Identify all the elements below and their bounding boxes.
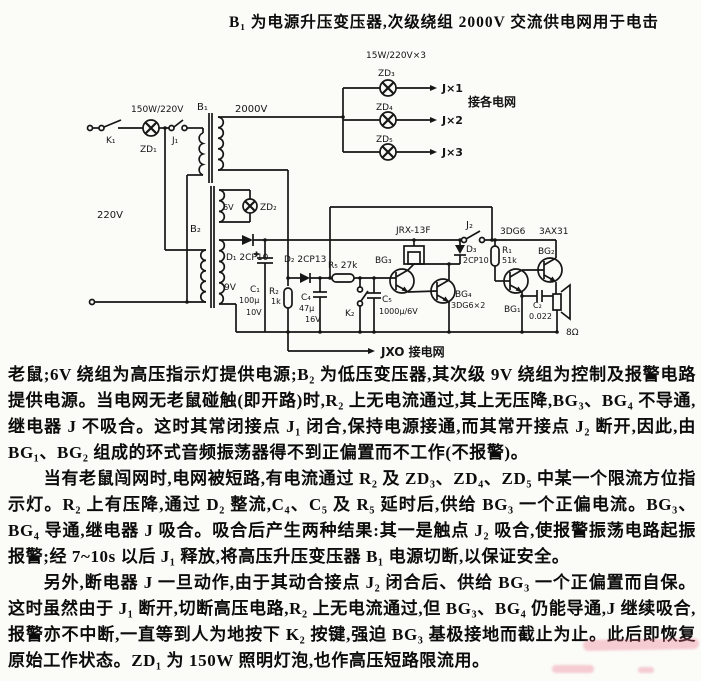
schematic-label: R₁ bbox=[502, 246, 512, 256]
schematic-label: 8Ω bbox=[566, 328, 579, 338]
switch-k2 bbox=[356, 276, 369, 334]
transistor-bg1 bbox=[503, 268, 529, 334]
mains-input bbox=[86, 119, 206, 306]
schematic-label: J×1 bbox=[441, 82, 463, 95]
schematic-label: D₁ 2CP10 bbox=[226, 253, 269, 263]
schematic-label: 51k bbox=[502, 256, 517, 265]
schematic-label: D₃ bbox=[466, 245, 477, 255]
transistor-bg4 bbox=[430, 264, 456, 334]
schematic-label: 220V bbox=[97, 210, 123, 221]
lamp-zd4-icon bbox=[379, 111, 397, 129]
schematic-label: R₅ 27k bbox=[328, 261, 358, 271]
capacitor-c2 bbox=[520, 290, 553, 302]
scan-smudge bbox=[552, 665, 594, 673]
schematic-label: BG₄ bbox=[455, 290, 472, 300]
schematic-label: 3DG6 bbox=[500, 227, 526, 237]
lamp-zd2-icon bbox=[242, 198, 258, 214]
schematic-label: 3DG6×2 bbox=[451, 301, 485, 310]
schematic-label: J×3 bbox=[441, 146, 463, 159]
schematic-label: 接各电网 bbox=[468, 94, 516, 109]
schematic-label: 2000V bbox=[235, 104, 267, 115]
schematic-label: 1k bbox=[271, 297, 281, 306]
schematic-label: ZD₂ bbox=[260, 203, 277, 213]
schematic-label: JXO 接电网 bbox=[380, 344, 445, 359]
schematic-label: ZD₃ bbox=[378, 69, 395, 79]
capacitor-c1 bbox=[254, 238, 273, 332]
schematic-label: BG₁ bbox=[504, 305, 521, 315]
lamp-network bbox=[341, 79, 437, 161]
scan-smudge bbox=[638, 667, 654, 673]
jxo-return bbox=[287, 332, 375, 354]
top-caption: B₁ 为电源升压变压器,次级绕组 2000V 交流供电网用于电击 bbox=[229, 14, 659, 31]
body-text: 老鼠;6V 绕组为高压指示灯提供电源;B₂ 为低压变压器,其次级 9V 绕组为控… bbox=[8, 362, 696, 674]
relay-jrx13f bbox=[403, 238, 425, 265]
schematic-label: C₂ bbox=[533, 301, 542, 310]
paragraph-2: 当有老鼠闯网时,电网被短路,有电流通过 R₂ 及 ZD₃、ZD₄、ZD₅ 中某一… bbox=[8, 469, 696, 566]
transistor-bg3 bbox=[389, 263, 438, 294]
schematic-label: J₁ bbox=[171, 136, 179, 146]
schematic-label: 16V bbox=[305, 315, 321, 324]
schematic-label: 9V bbox=[224, 283, 237, 293]
schematic-label: ZD₅ bbox=[376, 135, 393, 145]
speaker-icon bbox=[552, 283, 571, 334]
resistor-r2 bbox=[283, 287, 293, 334]
schematic-label: K₂ bbox=[345, 309, 355, 319]
schematic-label: 2CP10 bbox=[463, 256, 489, 265]
lamp-zd1-icon bbox=[142, 119, 160, 137]
schematic-label: JRX-13F bbox=[395, 226, 431, 236]
schematic-label: R₂ bbox=[269, 287, 279, 297]
schematic-label: 10V bbox=[246, 308, 262, 317]
paragraph-3: 另外,断电器 J 一旦动作,由于其动合接点 J₂ 闭合后、供给 BG₃ 一个正偏… bbox=[8, 573, 696, 670]
schematic-label: B₁ bbox=[197, 102, 208, 113]
schematic-label: K₁ bbox=[106, 136, 116, 146]
schematic-label: BG₂ bbox=[538, 247, 555, 257]
schematic-label: 6V bbox=[223, 203, 234, 212]
schematic-label: 150W/220V bbox=[131, 105, 184, 115]
self-hold-line bbox=[328, 206, 494, 280]
diode-d3 bbox=[414, 238, 466, 266]
schematic-label: C₁ bbox=[250, 285, 260, 295]
schematic-label: J₂ bbox=[465, 220, 473, 231]
schematic-label: 100μ bbox=[239, 296, 259, 305]
paragraph-1: 老鼠;6V 绕组为高压指示灯提供电源;B₂ 为低压变压器,其次级 9V 绕组为控… bbox=[8, 365, 696, 462]
schematic-label: BG₃ bbox=[375, 256, 392, 266]
transformer-b2 bbox=[200, 186, 258, 332]
schematic-label: 0.022 bbox=[529, 312, 552, 321]
schematic-label: 15W/220V×3 bbox=[366, 51, 426, 61]
lamp-zd3-icon bbox=[379, 79, 397, 97]
schematic-label: C₅ bbox=[382, 295, 392, 305]
schematic-label: D₂ 2CP13 bbox=[284, 255, 326, 265]
resistor-r1 bbox=[490, 238, 510, 282]
schematic-label: J×2 bbox=[441, 114, 463, 127]
schematic-label: 1000μ/6V bbox=[379, 307, 418, 316]
schematic-label: B₂ bbox=[190, 224, 201, 235]
schematic-label: ZD₄ bbox=[376, 103, 393, 113]
schematic-label: 3AX31 bbox=[539, 227, 569, 237]
schematic-label: 47μ bbox=[299, 304, 314, 313]
capacitor-c5 bbox=[367, 276, 381, 334]
lamp-zd5-icon bbox=[379, 143, 397, 161]
schematic-label: C₄ bbox=[301, 293, 311, 303]
transformer-b1 bbox=[198, 113, 343, 286]
capacitor-c4 bbox=[313, 276, 327, 334]
rectifier-d1 bbox=[242, 234, 462, 246]
transistor-bg2 bbox=[522, 240, 563, 294]
scan-smudge bbox=[582, 637, 700, 652]
schematic-label: ZD₁ bbox=[140, 145, 157, 155]
